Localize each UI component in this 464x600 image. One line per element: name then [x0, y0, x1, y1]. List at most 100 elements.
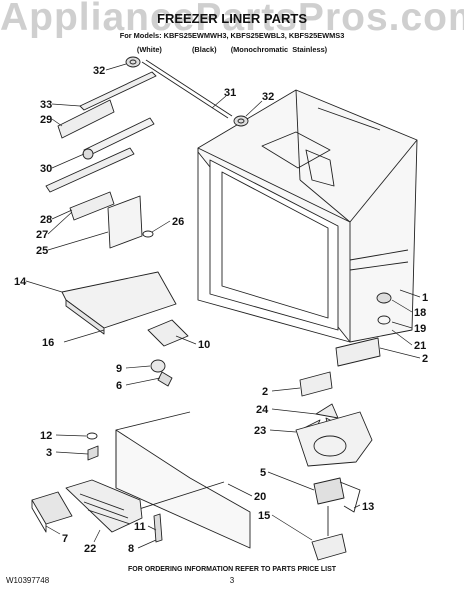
- callout-25: 25: [36, 245, 48, 257]
- lamp-socket-part: [157, 371, 173, 387]
- leader-line: [399, 289, 421, 298]
- fan-motor-part: [313, 477, 361, 513]
- callout-32: 32: [262, 91, 274, 103]
- leader-line: [271, 387, 301, 392]
- model-list: For Models: KBFS25EWMWH3, KBFS25EWBL3, K…: [119, 31, 345, 40]
- leader-line: [51, 153, 85, 169]
- ordering-note: FOR ORDERING INFORMATION REFER TO PARTS …: [127, 566, 337, 573]
- callout-8: 8: [128, 543, 134, 555]
- grommet-part: [376, 292, 392, 304]
- callout-20: 20: [254, 491, 266, 503]
- leader-line: [267, 471, 315, 491]
- leader-line: [379, 347, 421, 359]
- callout-16: 16: [42, 337, 54, 349]
- leader-line: [45, 525, 61, 535]
- bushing-part: [233, 115, 249, 127]
- slide-rail-part: [79, 71, 157, 111]
- freezer-liner-part: [197, 89, 418, 343]
- callout-19: 19: [414, 323, 426, 335]
- callout-2: 2: [422, 353, 428, 365]
- page-number: 3: [229, 576, 235, 585]
- pad-part: [147, 319, 189, 347]
- callout-7: 7: [62, 533, 68, 545]
- slide-bracket-part: [69, 191, 115, 221]
- callout-29: 29: [40, 114, 52, 126]
- drawer-support-part: [61, 271, 177, 335]
- leader-line: [391, 299, 413, 313]
- leader-line: [125, 365, 151, 369]
- leader-line: [25, 280, 63, 293]
- label-part: [299, 371, 333, 397]
- fan-housing-part: [295, 411, 373, 467]
- leader-line: [353, 504, 361, 509]
- variant-stainless: (Monochromatic Stainless): [230, 45, 328, 54]
- leader-line: [51, 209, 73, 220]
- callout-18: 18: [414, 307, 426, 319]
- callout-23: 23: [254, 425, 266, 437]
- callout-27: 27: [36, 229, 48, 241]
- variant-black: (Black): [191, 45, 217, 54]
- grille-part: [65, 479, 143, 533]
- mount-part: [311, 506, 347, 561]
- leader-line: [137, 539, 157, 549]
- leader-line: [47, 231, 109, 251]
- leader-lines: [25, 63, 421, 549]
- leader-line: [391, 329, 413, 346]
- callout-33: 33: [40, 99, 52, 111]
- leader-line: [271, 408, 317, 415]
- callout-1: 1: [422, 292, 428, 304]
- slide-rail-part: [45, 147, 135, 193]
- leader-line: [55, 451, 89, 455]
- screw-part: [86, 432, 98, 440]
- leader-line: [63, 329, 105, 343]
- cover-part: [107, 195, 143, 249]
- document-number: W10397748: [6, 576, 50, 585]
- leader-line: [51, 103, 81, 107]
- leader-line: [211, 95, 227, 109]
- callout-13: 13: [362, 501, 374, 513]
- leader-line: [47, 211, 73, 235]
- callout-15: 15: [258, 510, 270, 522]
- callout-21: 21: [414, 340, 426, 352]
- leader-line: [51, 118, 63, 127]
- gear-part: [82, 148, 94, 160]
- callout-26: 26: [172, 216, 184, 228]
- callout-28: 28: [40, 214, 52, 226]
- callout-32: 32: [93, 65, 105, 77]
- leader-line: [227, 483, 253, 497]
- back-panel-part: [115, 411, 251, 549]
- rod-part: [141, 59, 233, 119]
- lamp-part: [150, 359, 166, 373]
- leader-line: [269, 429, 297, 433]
- callout-24: 24: [256, 404, 269, 416]
- callout-3: 3: [46, 447, 52, 459]
- rack-part: [83, 117, 155, 157]
- bracket-part: [153, 513, 163, 543]
- callout-11: 11: [134, 521, 146, 533]
- callout-10: 10: [198, 339, 210, 351]
- variant-list: (White) (Black) (Monochromatic Stainless…: [0, 45, 464, 54]
- washer-part: [377, 315, 391, 325]
- leader-line: [147, 525, 157, 531]
- bushing-part: [125, 56, 141, 68]
- leader-line: [93, 529, 101, 543]
- watermark: AppliancePartsPros.com: [0, 0, 464, 39]
- leader-line: [125, 377, 161, 386]
- callout-9: 9: [116, 363, 122, 375]
- callout-30: 30: [40, 163, 52, 175]
- page-title: FREEZER LINER PARTS: [157, 11, 307, 26]
- variant-white: (White): [136, 45, 162, 54]
- leader-line: [271, 514, 313, 541]
- leader-line: [151, 220, 171, 233]
- callout-2: 2: [262, 386, 268, 398]
- callout-5: 5: [260, 467, 266, 479]
- leader-line: [105, 63, 127, 71]
- callout-6: 6: [116, 380, 122, 392]
- light-part: [87, 445, 99, 461]
- callout-31: 31: [224, 87, 236, 99]
- callout-labels: 32 31 32 33 29 30 28 27 25 26 14 1 18 19…: [14, 65, 428, 555]
- slide-bracket-part: [57, 99, 115, 139]
- leader-line: [245, 100, 263, 117]
- label-part: [335, 337, 381, 367]
- callout-22: 22: [84, 543, 96, 555]
